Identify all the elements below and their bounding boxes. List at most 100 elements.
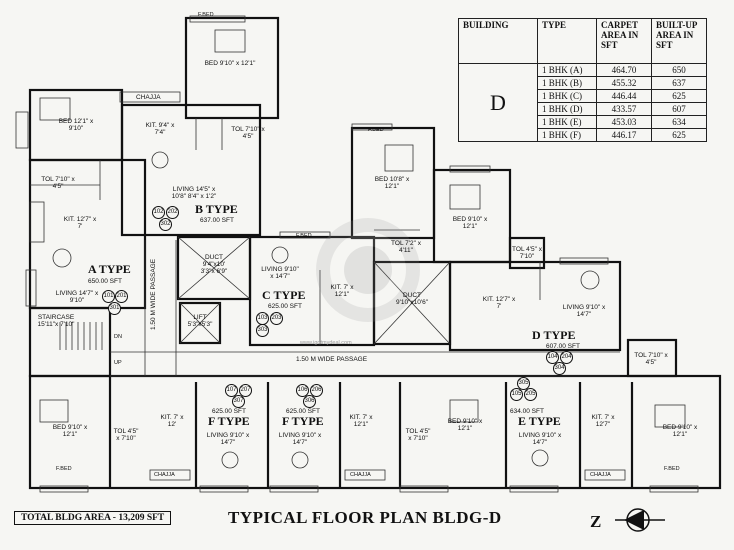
row-builtup: 625 [651, 89, 707, 103]
room-bed-f1: BED 9'10" x 12'1" [52, 424, 88, 438]
unit-number: 307 [232, 395, 245, 408]
staircase-label: STAIRCASE 15'11"x 7'10" [37, 314, 75, 328]
fbed-label: F.BED [368, 127, 384, 133]
unit-number: 302 [159, 218, 172, 231]
room-chajja: CHAJJA [136, 94, 161, 101]
room-kit-a: KIT. 12'7" x 7' [63, 216, 97, 230]
row-carpet: 433.57 [596, 102, 652, 116]
table-row: D 1 BHK (A) 464.70 650 [458, 63, 707, 142]
horizontal-passage-label: 1.50 M WIDE PASSAGE [296, 356, 368, 363]
header-carpet-area: CARPET AREA IN SFT [596, 18, 652, 64]
unit-number: 202 [166, 206, 179, 219]
unit-b-type: B TYPE [195, 202, 238, 216]
unit-e-area: 634.00 SFT [510, 408, 544, 415]
bed-room-b-wall [184, 16, 280, 120]
duct-1-label: DUCT 9'4"x10' 3'3"x 6'9" [200, 254, 228, 275]
room-tol-f1: TOL 4'5" x 7'10" [113, 428, 139, 442]
room-bed-f2: BED 9'10" x 12'1" [447, 418, 483, 432]
header-builtup-area: BUILT-UP AREA IN SFT [651, 18, 707, 64]
row-carpet: 455.32 [596, 76, 652, 90]
row-carpet: 446.44 [596, 89, 652, 103]
row-type: 1 BHK (D) [537, 102, 597, 116]
unit-f1-type: F TYPE [208, 414, 250, 428]
unit-e-type: E TYPE [518, 414, 561, 428]
area-table-header: BUILDING TYPE CARPET AREA IN SFT BUILT-U… [458, 18, 707, 64]
room-living-a: LIVING 14'7" x 9'10" [55, 290, 99, 304]
chajja-label: CHAJJA [154, 472, 175, 478]
unit-number: 201 [115, 290, 128, 303]
unit-b-wall [120, 103, 262, 237]
unit-number: 207 [239, 384, 252, 397]
unit-f2-type: F TYPE [282, 414, 324, 428]
table-row: 1 BHK (F) 446.17 625 [459, 128, 707, 142]
header-building: BUILDING [458, 18, 538, 64]
unit-number: 204 [560, 351, 573, 364]
unit-number: 306 [303, 395, 316, 408]
room-tol-a: TOL 7'10" x 4'5" [41, 176, 75, 190]
room-living-d: LIVING 9'10" x 14'7" [562, 304, 606, 318]
row-carpet: 453.03 [596, 115, 652, 129]
row-type: 1 BHK (E) [537, 115, 597, 129]
north-arrow-icon: Z [590, 508, 665, 532]
unit-c-type: C TYPE [262, 288, 306, 302]
unit-c-area: 625.00 SFT [268, 303, 302, 310]
unit-d-wall [448, 260, 622, 352]
unit-number: 205 [524, 388, 537, 401]
room-kit-c: KIT. 7' x 12'1" [330, 284, 354, 298]
room-tol-d2: TOL 7'10" x 4'5" [634, 352, 668, 366]
room-living-c: LIVING 9'10" x 14'7" [261, 266, 299, 280]
chajja-label: CHAJJA [350, 472, 371, 478]
stair-up-label: UP [114, 360, 122, 366]
room-bed-a: BED 12'1" x 9'10" [58, 118, 94, 132]
svg-text:Z: Z [590, 512, 601, 531]
unit-number: 104 [546, 351, 559, 364]
unit-number: 304 [553, 362, 566, 375]
unit-a-type: A TYPE [88, 262, 131, 276]
toilet-d-wall [508, 236, 546, 270]
row-builtup: 637 [651, 76, 707, 90]
unit-number: 107 [225, 384, 238, 397]
room-bed-e: BED 9'10" x 12'1" [662, 424, 698, 438]
unit-number: 303 [256, 324, 269, 337]
unit-f2-area: 625.00 SFT [286, 408, 320, 415]
row-carpet: 464.70 [596, 63, 652, 77]
unit-number: 102 [152, 206, 165, 219]
table-row: 1 BHK (D) 433.57 607 [459, 102, 707, 116]
room-kit-b: KIT. 9'4" x 7'4" [145, 122, 175, 136]
watermark-text: www.igotmydeal.com [300, 340, 352, 346]
room-bed-b: BED 9'10" x 12'1" [204, 60, 256, 67]
row-builtup: 650 [651, 63, 707, 77]
row-builtup: 634 [651, 115, 707, 129]
stair-down-label: DN [114, 334, 122, 340]
unit-number: 105 [510, 388, 523, 401]
unit-number: 203 [270, 312, 283, 325]
table-row: 1 BHK (C) 446.44 625 [459, 89, 707, 103]
row-carpet: 446.17 [596, 128, 652, 142]
total-building-area: TOTAL BLDG AREA - 13,209 SFT [14, 511, 172, 525]
unit-f1-area: 625.00 SFT [212, 408, 246, 415]
row-type: 1 BHK (B) [537, 76, 597, 90]
unit-b-area: 637.00 SFT [200, 217, 234, 224]
room-living-b: LIVING 14'5" x 10'8" 8'4" x 1'2" [171, 186, 217, 200]
room-kit-f2: KIT. 7' x 12'1" [349, 414, 373, 428]
plan-title: TYPICAL FLOOR PLAN BLDG-D [228, 508, 502, 527]
room-living-f2: LIVING 9'10" x 14'7" [278, 432, 322, 446]
room-kit-d: KIT. 12'7" x 7' [482, 296, 516, 310]
row-type: 1 BHK (F) [537, 128, 597, 142]
fbed-label: F.BED [296, 233, 312, 239]
fbed-label: F.BED [664, 466, 680, 472]
building-name: D [458, 63, 538, 142]
lift-wall [178, 301, 222, 345]
room-bed-d: BED 9'10" x 12'1" [452, 216, 488, 230]
unit-number: 305 [517, 377, 530, 390]
fbed-label: F.BED [198, 12, 214, 18]
chajja-label: CHAJJA [590, 472, 611, 478]
vertical-passage-label: 1.50 M WIDE PASSAGE [150, 258, 157, 330]
room-living-f1: LIVING 9'10" x 14'7" [206, 432, 250, 446]
unit-number: 301 [108, 302, 121, 315]
unit-number: 206 [310, 384, 323, 397]
row-type: 1 BHK (A) [537, 63, 597, 77]
unit-a-area: 650.00 SFT [88, 278, 122, 285]
lift-label: LIFT 5'3"x5'3" [187, 314, 213, 328]
